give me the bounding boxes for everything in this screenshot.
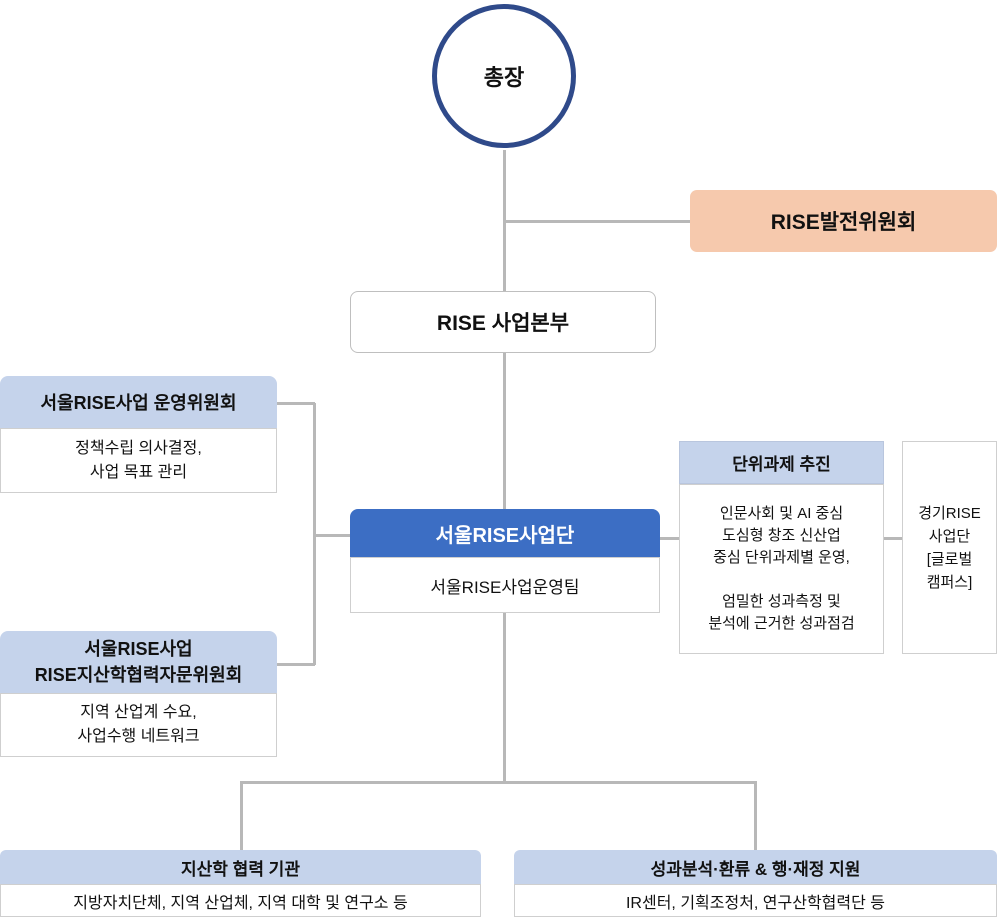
operation-committee-header: 서울RISE사업 운영위원회	[0, 376, 277, 428]
connector-to-performance	[754, 781, 757, 850]
unit-task-body: 인문사회 및 AI 중심 도심형 창조 신산업 중심 단위과제별 운영, 엄밀한…	[679, 484, 884, 654]
advisory-committee-header: 서울RISE사업 RISE지산학협력자문위원회	[0, 631, 277, 693]
connector-trunk-lower	[503, 613, 506, 783]
unit-task-line: 분석에 근거한 성과점검	[708, 615, 855, 632]
connector-committees-vertical	[313, 403, 316, 665]
performance-detail: IR센터, 기획조정처, 연구산학협력단 등	[625, 894, 886, 912]
development-committee-label: RISE발전위원회	[770, 211, 917, 234]
president-label: 총장	[483, 65, 525, 90]
advisory-committee-body: 지역 산업계 수요, 사업수행 네트워크	[0, 693, 277, 757]
unit-task-line: 엄밀한 성과측정 및	[722, 593, 841, 610]
gyeonggi-line: [글로벌	[926, 550, 973, 568]
institutions-body: 지방자치단체, 지역 산업체, 지역 대학 및 연구소 등	[0, 884, 481, 917]
project-corps-header: 서울RISE사업단	[350, 509, 660, 557]
advisory-committee-line: 지역 산업계 수요,	[80, 704, 197, 721]
connector-unit-task-to-gyeonggi	[884, 537, 902, 540]
headquarters-node: RISE 사업본부	[350, 291, 656, 353]
operation-committee-title: 서울RISE사업 운영위원회	[40, 393, 237, 413]
connector-development-committee	[505, 220, 690, 223]
development-committee-node: RISE발전위원회	[690, 190, 997, 252]
unit-task-line: 인문사회 및 AI 중심	[719, 505, 844, 522]
connector-trunk-middle	[503, 353, 506, 509]
institutions-header: 지산학 협력 기관	[0, 850, 481, 884]
headquarters-label: RISE 사업본부	[436, 312, 570, 335]
unit-task-header: 단위과제 추진	[679, 441, 884, 484]
project-corps-title: 서울RISE사업단	[435, 524, 575, 547]
connector-bottom-horizontal	[240, 781, 757, 784]
advisory-committee-title-line: 서울RISE사업	[84, 639, 193, 659]
operation-committee-body: 정책수립 의사결정, 사업 목표 관리	[0, 428, 277, 493]
connector-to-institutions	[240, 781, 243, 850]
unit-task-title: 단위과제 추진	[732, 455, 831, 474]
performance-title: 성과분석·환류 & 행·재정 지원	[650, 859, 861, 879]
performance-body: IR센터, 기획조정처, 연구산학협력단 등	[514, 884, 997, 917]
project-corps-body: 서울RISE사업운영팀	[350, 557, 660, 613]
connector-trunk-upper	[503, 150, 506, 291]
connector-operation-committee	[277, 402, 315, 405]
operation-committee-line: 사업 목표 관리	[89, 463, 188, 481]
connector-committees-to-corps	[315, 534, 350, 537]
advisory-committee-title-line: RISE지산학협력자문위원회	[34, 665, 243, 685]
project-corps-team: 서울RISE사업운영팀	[430, 577, 580, 597]
president-node: 총장	[432, 4, 576, 148]
unit-task-line: 중심 단위과제별 운영,	[713, 549, 850, 566]
gyeonggi-line: 캠퍼스]	[926, 573, 973, 591]
gyeonggi-corps-node: 경기RISE 사업단 [글로벌 캠퍼스]	[902, 441, 997, 654]
advisory-committee-line: 사업수행 네트워크	[77, 728, 200, 745]
gyeonggi-line: 경기RISE	[918, 504, 981, 522]
performance-header: 성과분석·환류 & 행·재정 지원	[514, 850, 997, 884]
institutions-detail: 지방자치단체, 지역 산업체, 지역 대학 및 연구소 등	[73, 894, 408, 912]
gyeonggi-line: 사업단	[928, 527, 971, 545]
operation-committee-line: 정책수립 의사결정,	[75, 439, 202, 457]
connector-corps-to-unit-task	[660, 537, 679, 540]
unit-task-line: 도심형 창조 신산업	[722, 527, 841, 544]
connector-advisory-committee	[277, 663, 315, 666]
institutions-title: 지산학 협력 기관	[181, 859, 300, 879]
